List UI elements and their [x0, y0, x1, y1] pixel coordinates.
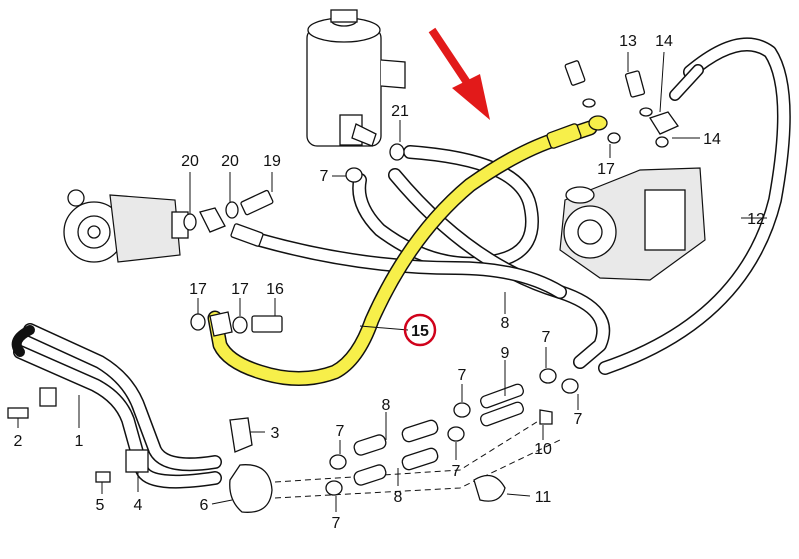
callout-7-clamp-upper: 7 — [320, 168, 329, 185]
callout-13: 13 — [619, 33, 637, 50]
steering-box-icon — [559, 167, 706, 281]
dash-path-a — [274, 419, 541, 483]
callout-6: 6 — [200, 497, 209, 514]
callout-5: 5 — [96, 497, 105, 514]
callout-20-left: 20 — [181, 153, 199, 170]
callout-10: 10 — [534, 441, 552, 458]
cooler-icon — [11, 323, 222, 489]
callout-7-right-b: 7 — [574, 411, 583, 428]
callout-labels: 1 2 3 4 5 6 7 7 7 7 7 7 7 8 8 8 9 10 11 … — [14, 33, 765, 532]
callout-20-right: 20 — [221, 153, 239, 170]
leader-lines — [17, 51, 767, 512]
pump-icon — [63, 189, 189, 263]
reservoir-icon — [306, 9, 406, 147]
lower-fittings — [190, 311, 283, 337]
callout-12: 12 — [747, 211, 765, 228]
callout-21: 21 — [391, 103, 409, 120]
callout-7-mid-a: 7 — [458, 367, 467, 384]
callout-14-top: 14 — [655, 33, 673, 50]
callout-7-lower-a: 7 — [336, 423, 345, 440]
callout-14-right: 14 — [703, 131, 721, 148]
callout-ring-15 — [403, 313, 437, 347]
callout-16: 16 — [266, 281, 284, 298]
dash-path-b — [274, 439, 561, 499]
callout-7-right-a: 7 — [542, 329, 551, 346]
callout-7-mid-b: 7 — [452, 463, 461, 480]
top-fittings — [564, 60, 704, 148]
pressure-hose-pump — [253, 233, 567, 299]
callout-7-lower-b: 7 — [332, 515, 341, 532]
callout-19: 19 — [263, 153, 281, 170]
callout-8-lower-a: 8 — [382, 397, 391, 414]
callout-4: 4 — [134, 497, 143, 514]
lower-hose-segments — [325, 368, 579, 502]
small-parts — [7, 407, 273, 513]
callout-17-right: 17 — [597, 161, 615, 178]
callout-9: 9 — [501, 345, 510, 362]
hose-15-highlighted — [207, 115, 608, 386]
callout-1: 1 — [75, 433, 84, 450]
red-arrow-icon — [428, 27, 490, 120]
callout-8-hose: 8 — [501, 315, 510, 332]
hose-12 — [598, 37, 791, 375]
callout-11: 11 — [535, 489, 552, 506]
callout-3: 3 — [271, 425, 280, 442]
clamps-upper — [345, 143, 405, 183]
callout-17-left: 17 — [189, 281, 207, 298]
callout-17-mid: 17 — [231, 281, 249, 298]
callout-8-lower-b: 8 — [394, 489, 403, 506]
callout-2: 2 — [14, 433, 23, 450]
pump-fittings — [183, 189, 274, 247]
callout-15: 15 — [411, 323, 429, 340]
